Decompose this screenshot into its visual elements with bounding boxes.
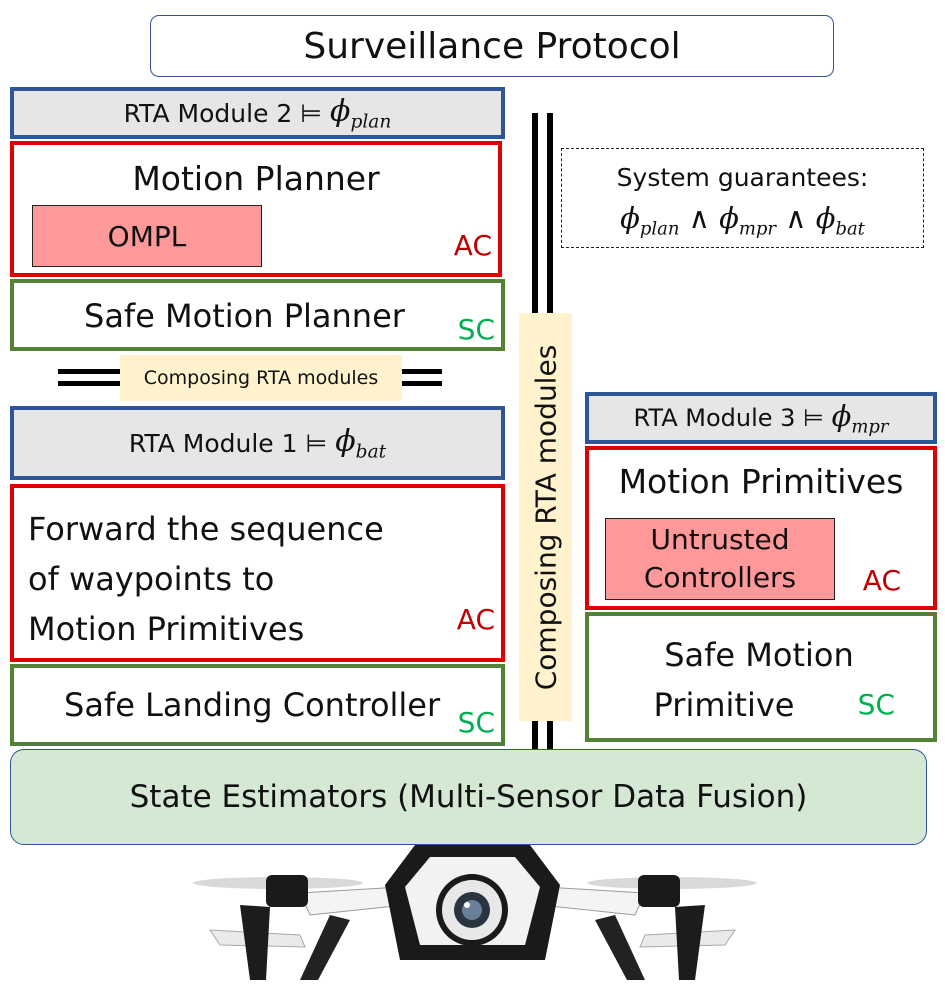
drone-illustration xyxy=(193,845,757,980)
motion-primitives-title: Motion Primitives xyxy=(618,462,904,501)
untrusted-controllers-box: Untrusted Controllers xyxy=(605,518,835,600)
safe-motion-planner-sc-tag: SC xyxy=(457,313,495,346)
drone-left-arm xyxy=(209,875,406,980)
title-box: Surveillance Protocol xyxy=(150,15,834,77)
safe-motion-planner-title: Safe Motion Planner xyxy=(84,297,405,335)
forward-waypoints-box: Forward the sequence of waypoints to Mot… xyxy=(10,484,505,662)
composing-vertical-label: Composing RTA modules xyxy=(519,313,572,721)
forward-waypoints-text: Forward the sequence of waypoints to Mot… xyxy=(28,510,384,648)
drone-body xyxy=(385,845,560,960)
system-guarantees-formula: ϕplan ∧ ϕmpr ∧ ϕbat xyxy=(620,201,865,240)
safe-landing-controller-title: Safe Landing Controller xyxy=(64,686,441,724)
page-title: Surveillance Protocol xyxy=(303,25,681,67)
rta-module-3-header: RTA Module 3 ⊨ ϕmpr xyxy=(585,392,937,444)
rta-module-1-header: RTA Module 1 ⊨ ϕbat xyxy=(10,406,505,480)
motion-planner-ac-tag: AC xyxy=(453,229,492,262)
state-estimators-box: State Estimators (Multi-Sensor Data Fusi… xyxy=(10,749,927,845)
safe-motion-primitive-box: Safe Motion Primitive SC xyxy=(585,612,937,742)
ompl-box: OMPL xyxy=(32,205,262,267)
safe-landing-controller-box: Safe Landing Controller SC xyxy=(10,664,505,746)
motion-primitives-box: Motion Primitives Untrusted Controllers … xyxy=(585,446,937,610)
motion-planner-box: Motion Planner OMPL AC xyxy=(10,141,502,277)
system-guarantees-label: System guarantees: xyxy=(616,163,869,192)
forward-waypoints-ac-tag: AC xyxy=(456,603,495,636)
system-guarantees-box: System guarantees: ϕplan ∧ ϕmpr ∧ ϕbat xyxy=(561,148,924,248)
composing-horizontal-label: Composing RTA modules xyxy=(120,355,402,401)
motion-primitives-ac-tag: AC xyxy=(862,564,901,597)
safe-landing-controller-sc-tag: SC xyxy=(457,706,495,739)
rta-module-2-header: RTA Module 2 ⊨ ϕplan xyxy=(10,87,505,139)
safe-motion-planner-box: Safe Motion Planner SC xyxy=(10,279,505,351)
safe-motion-primitive-text: Safe Motion Primitive xyxy=(653,636,854,724)
motion-planner-title: Motion Planner xyxy=(132,159,380,198)
drone-right-arm xyxy=(539,875,736,980)
safe-motion-primitive-sc-tag: SC xyxy=(857,688,895,721)
